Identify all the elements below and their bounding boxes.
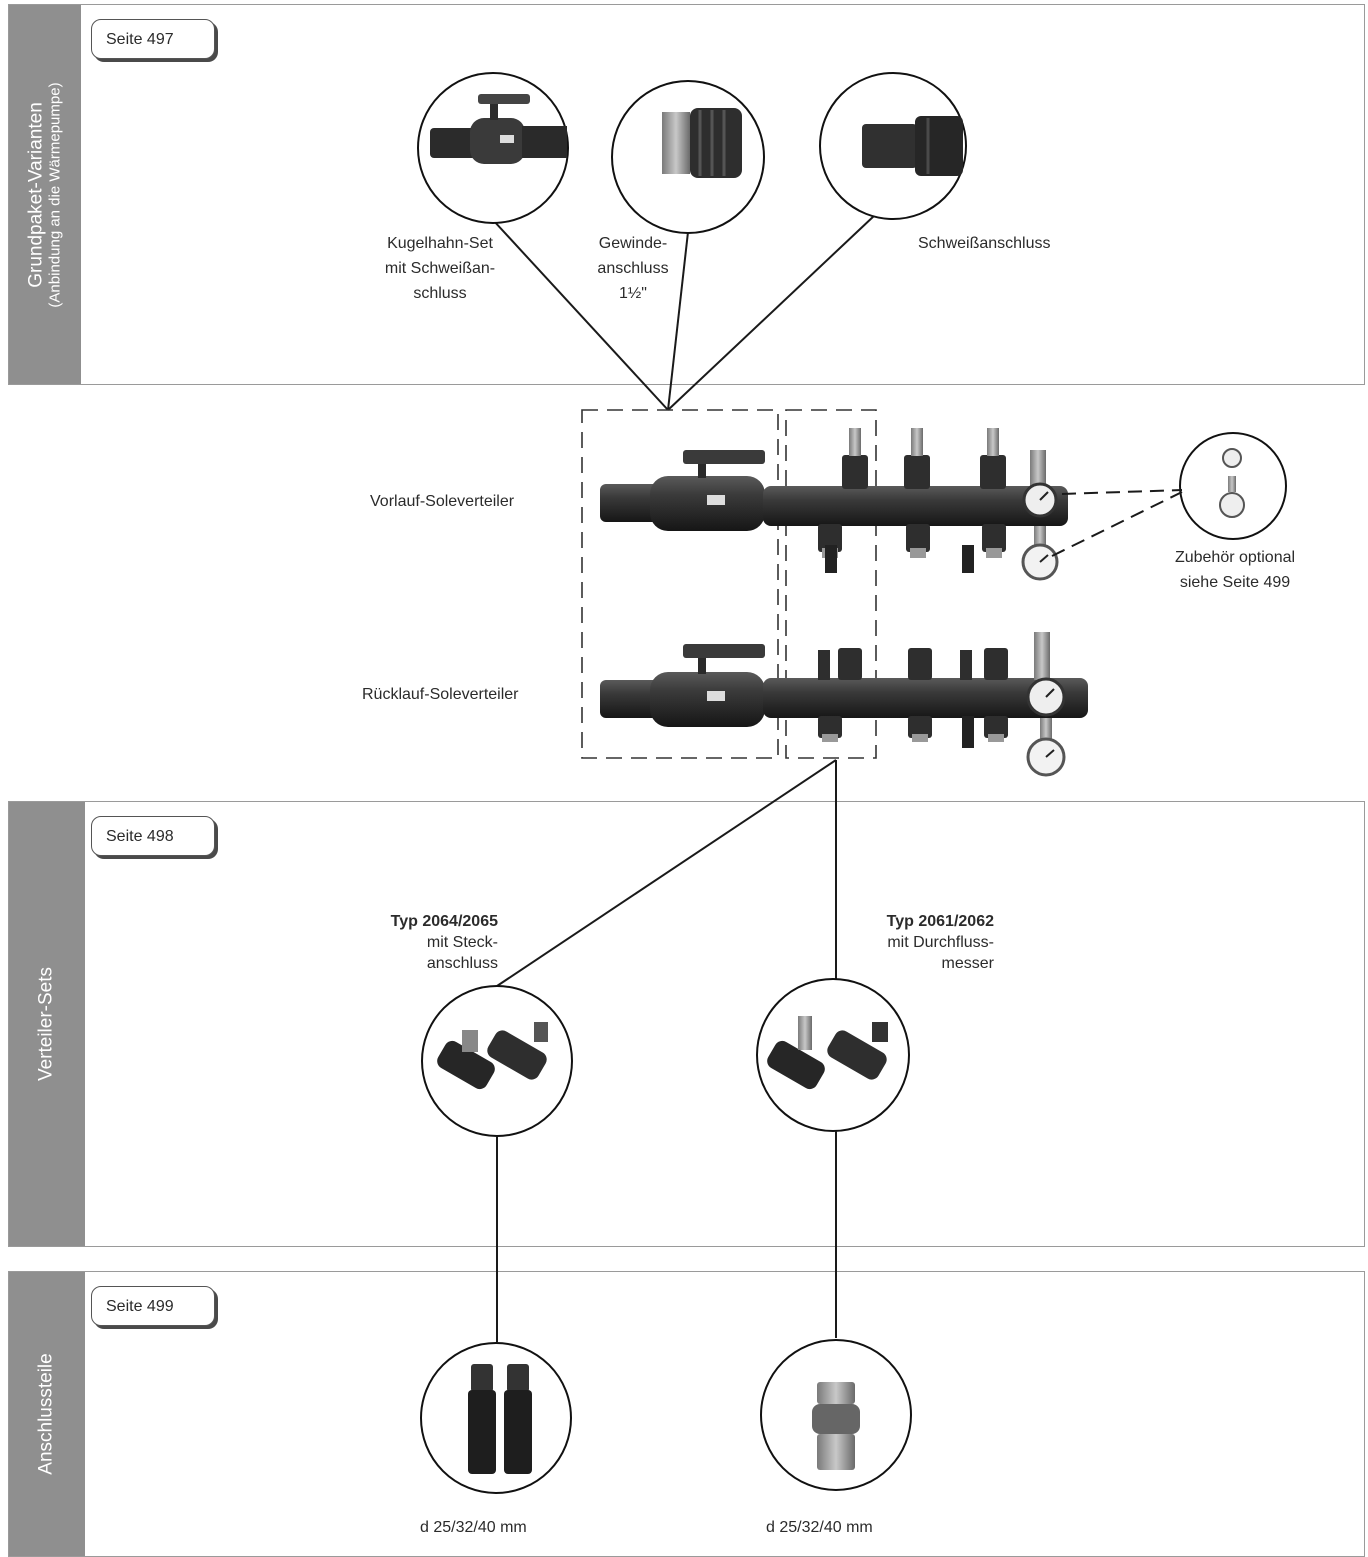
variant-circle-kugelhahn [417, 72, 569, 224]
gewinde-line-2: anschluss [597, 259, 669, 277]
accessory-leader-lines [1051, 489, 1183, 557]
typ-2064-label: Typ 2064/2065 mit Steck- anschluss [318, 912, 498, 974]
accessory-line-2: siehe Seite 499 [1179, 573, 1291, 591]
circle-typ-2061 [756, 978, 910, 1132]
variant-label-schweiss: Schweißanschluss [918, 232, 1098, 257]
accessory-line-1: Zubehör optional [1174, 549, 1296, 566]
connector-lines-middle [496, 759, 837, 987]
typ-2064-name: Typ 2064/2065 [390, 913, 498, 930]
variant-circle-gewinde [611, 80, 765, 234]
typ-2064-line-2: anschluss [426, 954, 498, 972]
accessory-circle [1179, 432, 1287, 540]
typ-2064-line-1: mit Steck- [426, 933, 498, 951]
typ-2061-line-1: mit Durchfluss- [887, 933, 994, 951]
sidebar-anschlussteile: Anschlussteile [9, 1272, 85, 1556]
vorlauf-label: Vorlauf-Soleverteiler [370, 493, 515, 510]
anschluss-label-2: d 25/32/40 mm [766, 1519, 873, 1536]
typ-2061-label: Typ 2061/2062 mit Durchfluss- messer [846, 912, 994, 974]
page-ref-497[interactable]: Seite 497 [91, 19, 215, 59]
kugelhahn-line-3: schluss [413, 284, 467, 302]
circle-typ-2064 [421, 985, 573, 1137]
accessory-label: Zubehör optional siehe Seite 499 [1150, 546, 1320, 596]
connector-lines-top [492, 214, 876, 411]
page-ref-498[interactable]: Seite 498 [91, 816, 215, 856]
ruecklauf-manifold-graphic [600, 632, 1088, 777]
vorlauf-manifold-graphic [600, 428, 1068, 581]
gewinde-line-1: Gewinde- [598, 235, 668, 252]
sidebar-grundpaket: Grundpaket-Varianten (Anbindung an die W… [9, 5, 81, 384]
variant-label-gewinde: Gewinde- anschluss 1½" [568, 232, 698, 306]
section-grundpaket: Grundpaket-Varianten (Anbindung an die W… [8, 4, 1365, 385]
kugelhahn-line-2: mit Schweißan- [384, 259, 496, 277]
connector-lines-bottom [496, 1131, 837, 1342]
anschluss-label-1: d 25/32/40 mm [420, 1519, 527, 1536]
ruecklauf-label: Rücklauf-Soleverteiler [362, 686, 519, 703]
sidebar-verteiler-sets: Verteiler-Sets [9, 802, 85, 1246]
variant-circle-schweiss [819, 72, 967, 220]
typ-2061-line-2: messer [941, 954, 994, 972]
gewinde-line-3: 1½" [619, 284, 647, 302]
kugelhahn-line-1: Kugelhahn-Set [387, 235, 493, 252]
variant-label-kugelhahn: Kugelhahn-Set mit Schweißan- schluss [352, 232, 528, 306]
typ-2061-name: Typ 2061/2062 [886, 913, 994, 930]
page-ref-499[interactable]: Seite 499 [91, 1286, 215, 1326]
circle-gewinde-parts [760, 1339, 912, 1491]
schweiss-line-1: Schweißanschluss [918, 235, 1051, 252]
circle-steckanschluss-parts [420, 1342, 572, 1494]
dashed-selection-boxes [581, 409, 877, 759]
section-verteiler-sets: Verteiler-Sets Seite 498 [8, 801, 1365, 1247]
